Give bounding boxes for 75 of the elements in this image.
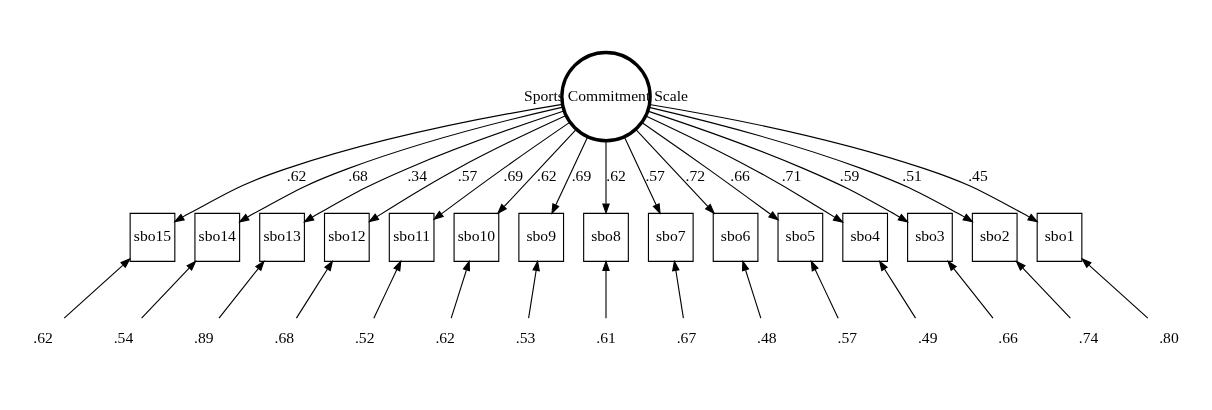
arrow: [218, 259, 265, 319]
node-text: .57: [837, 328, 858, 346]
node-box: sbo11: [388, 212, 435, 262]
arrow: [647, 110, 909, 223]
arrow: [672, 259, 684, 319]
edge-label: .72: [685, 166, 706, 184]
arrow: [1015, 259, 1071, 319]
node-text: .61: [596, 328, 616, 346]
arrow: [623, 135, 661, 215]
arrow: [741, 259, 762, 319]
arrow: [551, 135, 589, 215]
node-text: .68: [274, 328, 295, 346]
arrow: [373, 259, 402, 319]
node-box: sbo6: [712, 212, 759, 262]
edge-label: .51: [902, 166, 922, 184]
edge-label: .66: [730, 166, 750, 184]
node-box: sbo7: [647, 212, 694, 262]
node-text: .48: [757, 328, 777, 346]
node-box: sbo1: [1036, 212, 1083, 262]
node-text: .53: [515, 328, 536, 346]
node-box: sbo14: [194, 212, 241, 262]
arrow: [367, 114, 567, 222]
node-box: sbo3: [907, 212, 953, 262]
edge-label: .71: [781, 166, 802, 184]
edge-label: .34: [407, 166, 427, 184]
arrow: [648, 106, 974, 223]
node-text: .67: [676, 328, 697, 346]
node-text: .54: [113, 328, 134, 346]
edge-label: .59: [839, 166, 860, 184]
edge-label: .69: [571, 166, 592, 184]
arrow: [878, 259, 917, 319]
arrow: [1080, 257, 1149, 319]
arrow: [173, 103, 563, 223]
edge-label: .45: [968, 166, 988, 184]
arrow: [528, 259, 540, 319]
node-text: .49: [917, 328, 938, 346]
edge-label: .62: [286, 166, 307, 184]
arrow: [602, 259, 610, 319]
node-text: .80: [1159, 328, 1179, 346]
node-text: .52: [354, 328, 375, 346]
arrow: [645, 114, 845, 223]
arrow: [810, 259, 839, 319]
arrow: [432, 121, 571, 220]
node-box: sbo5: [777, 212, 824, 262]
node-box: sbo2: [971, 212, 1018, 262]
edge-label: .68: [348, 166, 368, 184]
node-text: .89: [194, 328, 214, 346]
node-text: .66: [998, 328, 1018, 346]
node-text: .62: [33, 328, 53, 346]
arrow: [648, 103, 1039, 223]
edge-label: .69: [503, 166, 524, 184]
node-box: sbo13: [259, 212, 305, 262]
arrow: [450, 259, 471, 319]
arrow: [496, 128, 577, 214]
node-box: sbo9: [518, 212, 565, 262]
node-box: sbo8: [583, 212, 629, 262]
node-text: .74: [1078, 328, 1099, 346]
edge-label: .57: [457, 166, 478, 184]
edge-label: .57: [645, 166, 665, 184]
edge-label: .62: [606, 166, 626, 184]
node-text: .62: [435, 328, 455, 346]
edge-label: .62: [537, 166, 557, 184]
node-box: sbo12: [323, 212, 370, 262]
node-box: sbo15: [129, 212, 176, 262]
arrow: [295, 259, 334, 319]
arrow: [635, 128, 716, 214]
arrow: [63, 257, 132, 319]
arrow: [238, 106, 564, 223]
node-box: sbo10: [453, 212, 500, 262]
arrow: [602, 139, 610, 215]
arrow: [303, 109, 565, 223]
arrow: [641, 121, 780, 221]
arrow: [947, 259, 994, 319]
arrow: [141, 259, 197, 319]
node-box: sbo4: [842, 212, 889, 262]
